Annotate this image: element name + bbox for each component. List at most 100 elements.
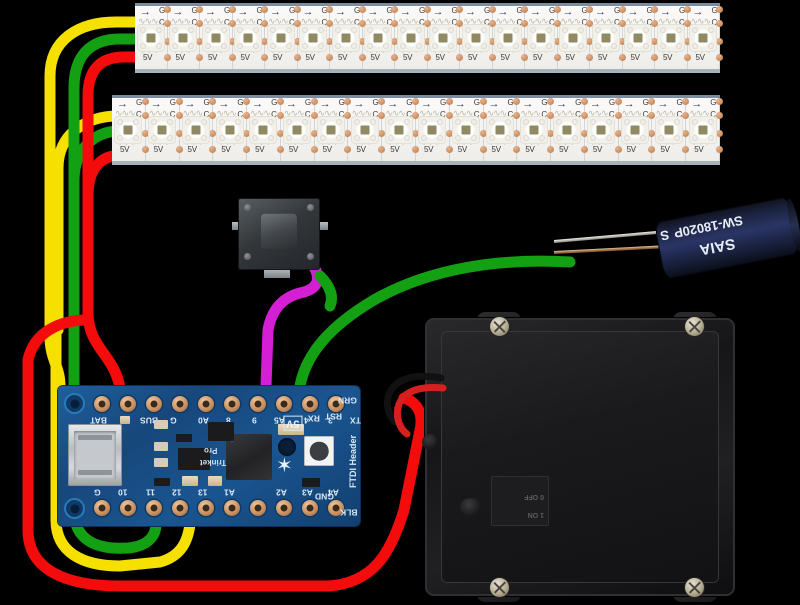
strip-solder-pad[interactable] (445, 98, 453, 105)
strip-solder-pad[interactable] (310, 146, 318, 153)
strip-solder-pad[interactable] (651, 20, 658, 27)
strip-solder-pad[interactable] (310, 130, 318, 137)
strip-solder-pad[interactable] (648, 98, 656, 105)
board-pad-bot-g[interactable] (94, 500, 110, 516)
strip-solder-pad[interactable] (326, 20, 333, 27)
strip-solder-pad[interactable] (411, 98, 419, 105)
strip-solder-pad[interactable] (261, 6, 268, 13)
strip-solder-pad[interactable] (358, 38, 366, 45)
board-pad-top-3[interactable] (328, 396, 344, 412)
strip-solder-pad[interactable] (648, 112, 656, 119)
board-pad-top-a0[interactable] (198, 396, 214, 412)
strip-solder-pad[interactable] (618, 54, 626, 61)
strip-solder-pad[interactable] (423, 6, 431, 13)
strip-solder-pad[interactable] (488, 54, 496, 61)
board-pad-top-g2[interactable] (172, 396, 188, 412)
strip-solder-pad[interactable] (586, 38, 593, 45)
strip-solder-pad[interactable] (378, 146, 386, 153)
strip-solder-pad[interactable] (547, 146, 555, 153)
strip-solder-pad[interactable] (618, 20, 626, 27)
strip-solder-pad[interactable] (196, 20, 203, 27)
strip-solder-pad[interactable] (479, 130, 487, 137)
strip-solder-pad[interactable] (141, 112, 149, 119)
strip-solder-pad[interactable] (682, 112, 690, 119)
strip-solder-pad[interactable] (228, 20, 236, 27)
strip-solder-pad[interactable] (391, 20, 398, 27)
strip-solder-pad[interactable] (209, 146, 217, 153)
strip-solder-pad[interactable] (411, 146, 419, 153)
strip-solder-pad[interactable] (196, 38, 203, 45)
strip-solder-pad[interactable] (163, 20, 171, 27)
strip-solder-pad[interactable] (580, 130, 588, 137)
strip-solder-pad[interactable] (261, 54, 268, 61)
strip-solder-pad[interactable] (614, 130, 622, 137)
strip-solder-pad[interactable] (553, 38, 561, 45)
strip-solder-pad[interactable] (391, 54, 398, 61)
strip-solder-pad[interactable] (163, 6, 171, 13)
board-pad-top-bat[interactable] (94, 396, 110, 412)
strip-solder-pad[interactable] (682, 98, 690, 105)
strip-solder-pad[interactable] (293, 54, 301, 61)
strip-solder-pad[interactable] (513, 98, 521, 105)
strip-solder-pad[interactable] (456, 54, 463, 61)
board-pad-bot-a0[interactable] (250, 500, 266, 516)
strip-solder-pad[interactable] (586, 20, 593, 27)
strip-solder-pad[interactable] (618, 38, 626, 45)
strip-solder-pad[interactable] (580, 146, 588, 153)
strip-solder-pad[interactable] (479, 98, 487, 105)
strip-solder-pad[interactable] (326, 38, 333, 45)
strip-solder-pad[interactable] (683, 38, 691, 45)
strip-solder-pad[interactable] (391, 38, 398, 45)
strip-solder-pad[interactable] (196, 6, 203, 13)
board-pad-bot-a4[interactable] (328, 500, 344, 516)
strip-solder-pad[interactable] (651, 54, 658, 61)
strip-solder-pad[interactable] (276, 130, 284, 137)
strip-solder-pad[interactable] (344, 98, 352, 105)
strip-solder-pad[interactable] (358, 20, 366, 27)
strip-solder-pad[interactable] (358, 54, 366, 61)
strip-solder-pad[interactable] (521, 38, 528, 45)
strip-solder-pad[interactable] (209, 130, 217, 137)
strip-solder-pad[interactable] (293, 20, 301, 27)
strip-solder-pad[interactable] (243, 130, 251, 137)
board-pad-bot-a1[interactable] (224, 500, 240, 516)
strip-solder-pad[interactable] (209, 112, 217, 119)
board-pad-top-bus[interactable] (146, 396, 162, 412)
board-pad-top-a5[interactable] (276, 396, 292, 412)
strip-solder-pad[interactable] (228, 54, 236, 61)
strip-solder-pad[interactable] (580, 112, 588, 119)
board-pad-bot-13[interactable] (198, 500, 214, 516)
board-pad-bot-a2[interactable] (276, 500, 292, 516)
strip-solder-pad[interactable] (479, 146, 487, 153)
strip-solder-pad[interactable] (228, 38, 236, 45)
strip-solder-pad[interactable] (547, 98, 555, 105)
strip-solder-pad[interactable] (513, 146, 521, 153)
strip-solder-pad[interactable] (479, 112, 487, 119)
strip-solder-pad[interactable] (141, 146, 149, 153)
strip-solder-pad[interactable] (614, 112, 622, 119)
strip-solder-pad[interactable] (456, 20, 463, 27)
strip-solder-pad[interactable] (683, 20, 691, 27)
strip-solder-pad[interactable] (456, 6, 463, 13)
button-plunger[interactable] (260, 213, 298, 249)
strip-solder-pad[interactable] (175, 146, 183, 153)
board-pad-bot-12[interactable] (172, 500, 188, 516)
strip-solder-pad[interactable] (586, 54, 593, 61)
battery-screw-br[interactable] (685, 578, 704, 597)
strip-solder-pad[interactable] (456, 38, 463, 45)
strip-solder-pad[interactable] (411, 130, 419, 137)
strip-solder-pad[interactable] (614, 98, 622, 105)
strip-solder-pad[interactable] (648, 130, 656, 137)
strip-solder-pad[interactable] (445, 130, 453, 137)
strip-solder-pad[interactable] (326, 6, 333, 13)
strip-solder-pad[interactable] (423, 38, 431, 45)
strip-solder-pad[interactable] (618, 6, 626, 13)
strip-solder-pad[interactable] (391, 6, 398, 13)
strip-solder-pad[interactable] (378, 112, 386, 119)
strip-solder-pad[interactable] (293, 6, 301, 13)
strip-solder-pad[interactable] (378, 98, 386, 105)
strip-solder-pad[interactable] (411, 112, 419, 119)
strip-solder-pad[interactable] (488, 6, 496, 13)
strip-solder-pad[interactable] (358, 6, 366, 13)
strip-solder-pad[interactable] (716, 38, 723, 45)
